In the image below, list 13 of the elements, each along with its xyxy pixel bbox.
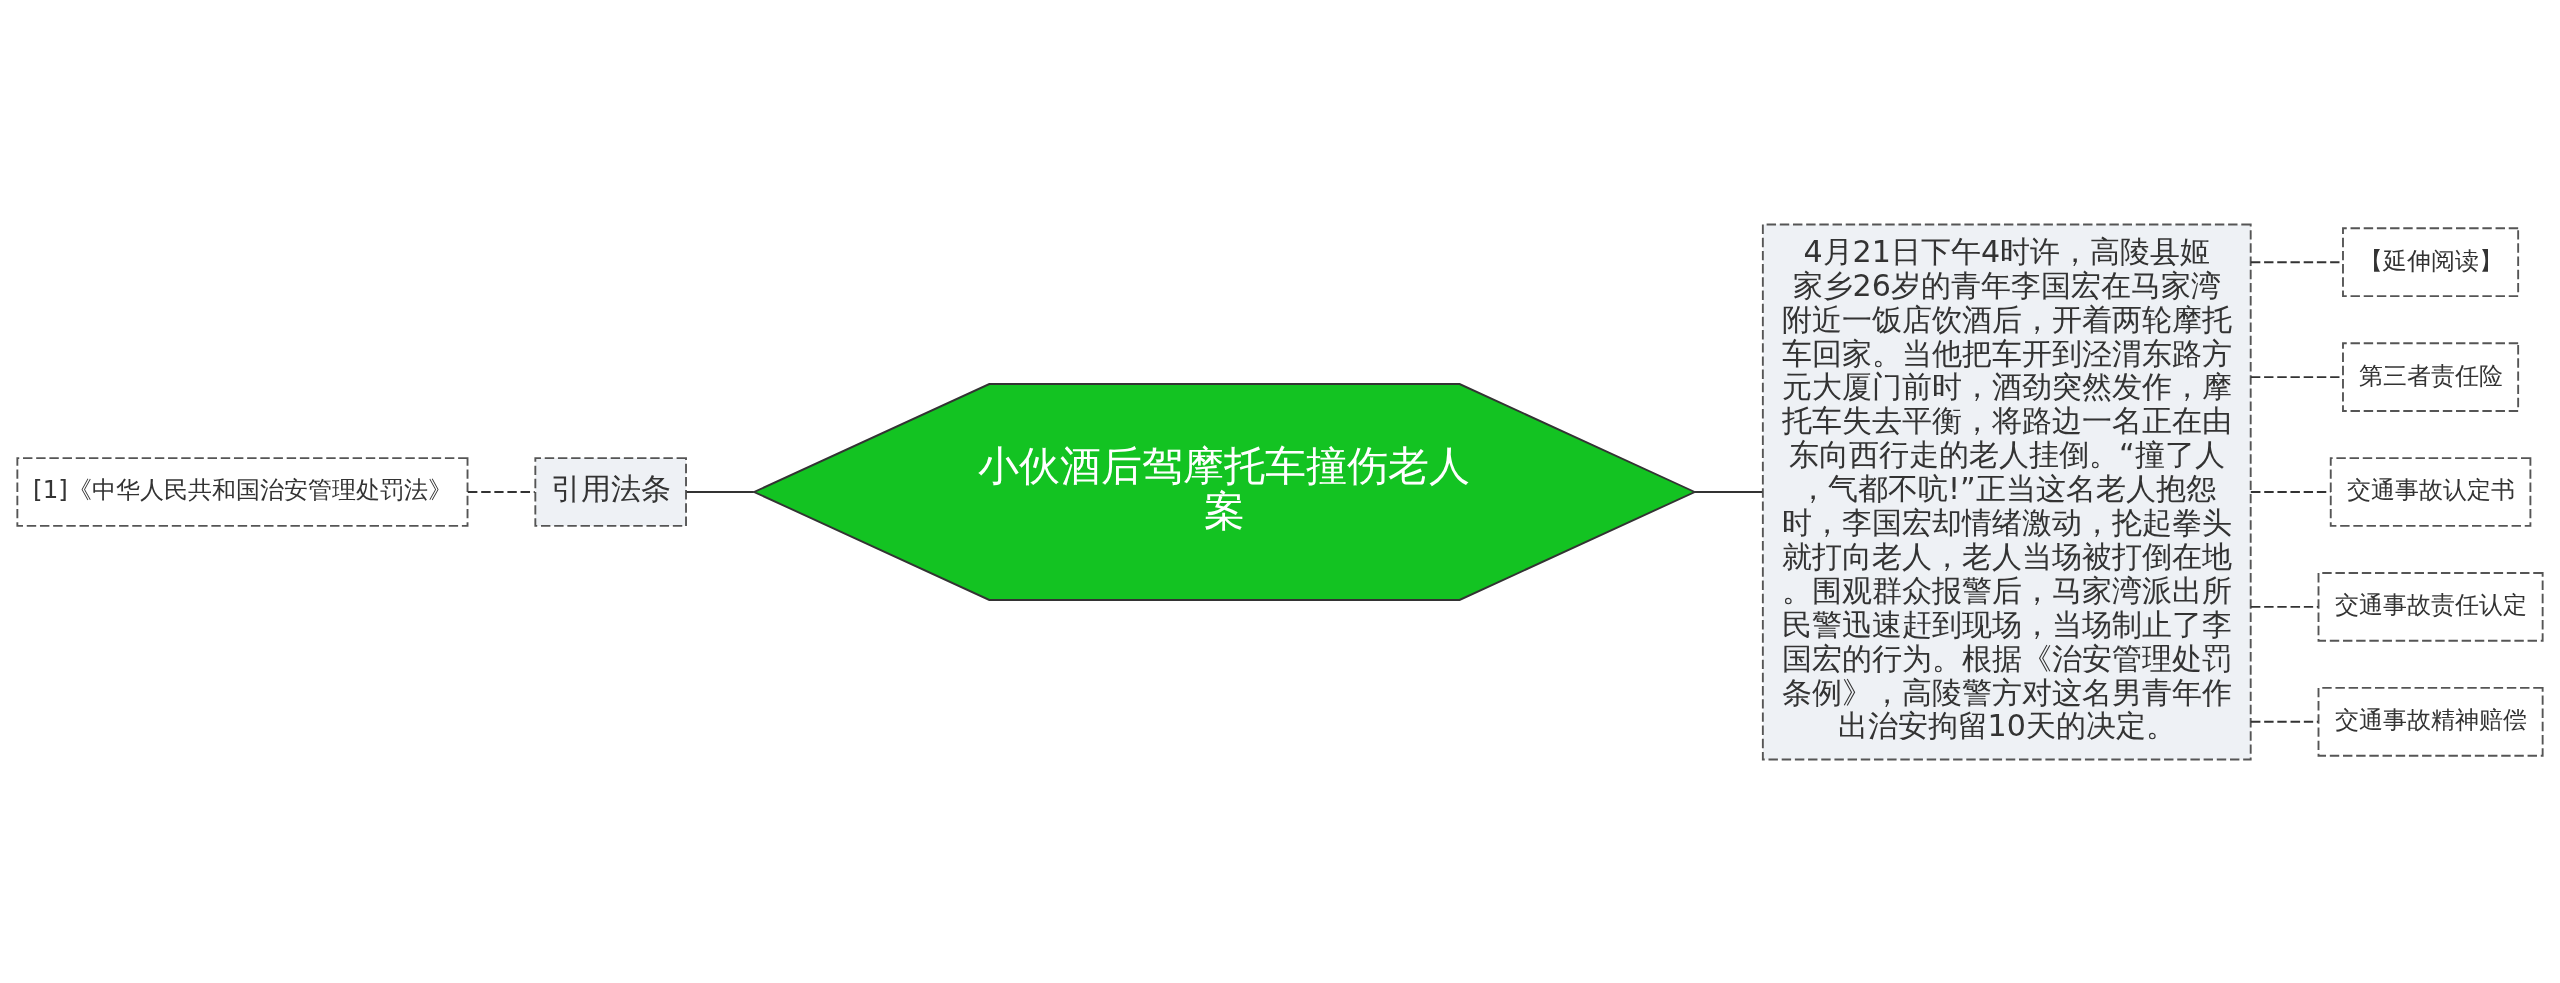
node-box: 交通事故认定书 (2329, 456, 2532, 527)
node-box: [1]《中华人民共和国治安管理处罚法》 (16, 456, 469, 527)
connector (466, 490, 536, 493)
node-box: 【延伸阅读】 (2342, 226, 2520, 297)
node-box: 第三者责任险 (2342, 341, 2520, 412)
connector (2249, 605, 2320, 608)
node-box: 4月21日下午4时许，高陵县姬家乡26岁的青年李国宏在马家湾附近一饭店饮酒后，开着两轮摩托车回家。当他把车开到泾渭东路方元大厦门前时，酒劲突然发作，摩托车失去平衡，将路边一名正在由东向西行走的老人挂倒。“撞了人，气都不吭!”正当这名老人抱怨时，李国宏却情绪激动，抡起拳头就打向老人，老人当场被打倒在地。围观群众报警后，马家湾派出所民警迅速赶到现场，当场制止了李国宏的行为。根据《治安管理处罚条例》，高陵警方对这名男青年作出治安拘留10天的决定。 (1761, 223, 2252, 760)
node-box: 引用法条 (534, 456, 687, 527)
node-box: 交通事故精神赔偿 (2317, 686, 2544, 757)
connector (1693, 490, 1764, 493)
connector (2249, 720, 2320, 723)
node-box: 交通事故责任认定 (2317, 571, 2544, 642)
connector (685, 490, 755, 493)
